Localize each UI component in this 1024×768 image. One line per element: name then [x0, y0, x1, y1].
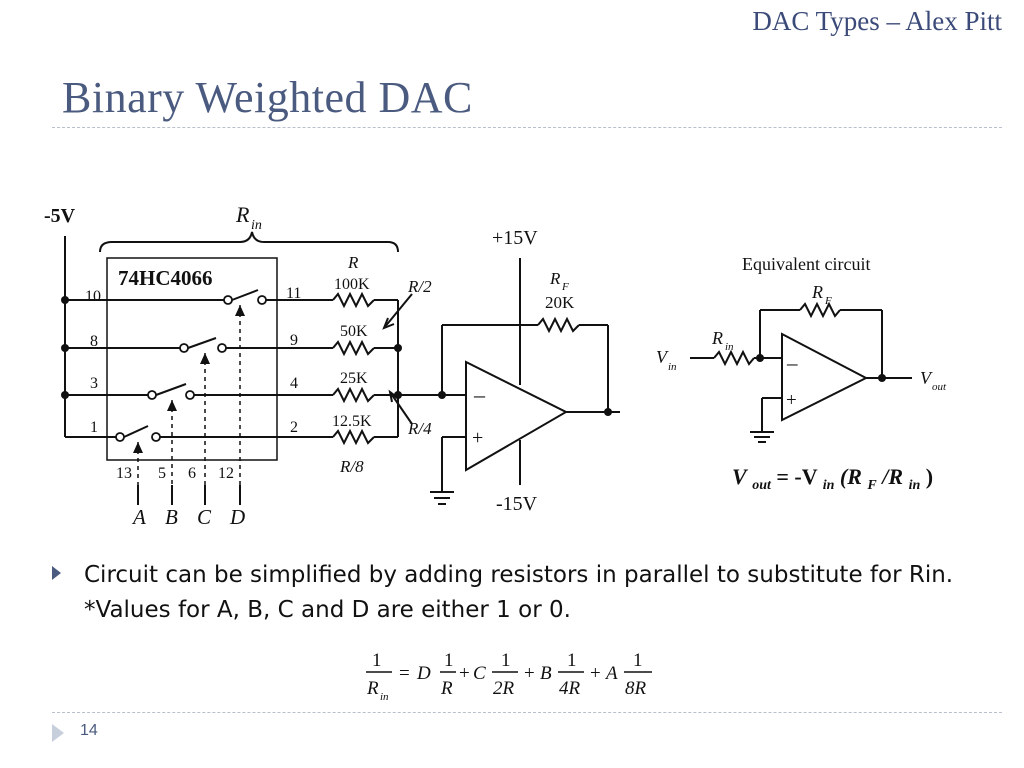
pin-left-2: 8	[90, 333, 98, 350]
input-a-label: A	[131, 505, 146, 529]
input-d-label: D	[229, 505, 245, 529]
formula-slash: /R	[880, 464, 903, 489]
bullet-item: Circuit can be simplified by adding resi…	[52, 558, 982, 628]
footer-divider	[52, 712, 1002, 713]
eq-num-1: 1	[372, 650, 382, 671]
eq-plus-2: +	[524, 663, 535, 684]
res-r-label: R	[347, 253, 359, 272]
pin-bottom-3: 6	[188, 465, 196, 482]
eq-b: B	[540, 663, 552, 684]
pin-bottom-4: 12	[218, 465, 234, 482]
eq-num-3: 1	[501, 650, 511, 671]
eq-num-2: 1	[444, 650, 454, 671]
formula-open: (R	[840, 464, 862, 489]
equivalent-title: Equivalent circuit	[742, 254, 870, 274]
res-25k-label: 25K	[340, 370, 368, 387]
eq-den-4: 8R	[625, 678, 647, 699]
vin-label: V	[656, 347, 669, 367]
presentation-header: DAC Types – Alex Pitt	[752, 6, 1002, 36]
chip-label: 74HC4066	[118, 266, 213, 290]
eq-den-3: 4R	[559, 678, 581, 699]
rin-equation: 1 R in = D 1 R + C 1 2R + B 1 4R + A 1 8…	[366, 650, 647, 703]
pin-left-3: 3	[90, 375, 98, 392]
pin-left-4: 1	[90, 419, 98, 436]
eq-den-in: in	[380, 691, 389, 703]
eq-equals: =	[399, 663, 410, 684]
res-100k-label: 100K	[334, 276, 370, 293]
eq-rf-label: R	[811, 282, 823, 302]
eq-c: C	[473, 663, 486, 684]
input-b-label: B	[165, 505, 178, 529]
formula-in: in	[823, 478, 835, 493]
supply-neg5-label: -5V	[44, 205, 76, 227]
res-r2-label: R/2	[407, 277, 432, 296]
pin-right-3: 4	[290, 375, 298, 392]
opamp-plus: +	[472, 427, 483, 449]
pin-left-1: 10	[85, 288, 101, 305]
formula-out: out	[752, 478, 772, 493]
eq-rin-label: R	[711, 328, 723, 348]
slide-number: 14	[80, 722, 98, 739]
supply-neg15-label: -15V	[496, 493, 538, 515]
eq-den-r: R	[366, 678, 379, 699]
formula-f: F	[866, 478, 877, 493]
bullet-text: Circuit can be simplified by adding resi…	[84, 562, 954, 623]
vout-sub: out	[932, 381, 947, 393]
res-r4-label: R/4	[407, 419, 432, 438]
eq-den-1: R	[440, 678, 453, 699]
eq-plus-3: +	[590, 663, 601, 684]
vin-sub: in	[668, 361, 677, 373]
formula-eq: = -V	[776, 464, 817, 489]
vout-label: V	[920, 368, 933, 388]
eq-opamp-plus: +	[786, 390, 797, 411]
footer-triangle-icon	[52, 724, 64, 742]
bullet-arrow-icon	[52, 566, 61, 580]
rf-value-label: 20K	[545, 293, 575, 312]
pin-bottom-2: 5	[158, 465, 166, 482]
res-r8-label: R/8	[339, 457, 364, 476]
res-12-5k-label: 12.5K	[332, 413, 372, 430]
rf-label: R	[549, 269, 561, 288]
eq-num-4: 1	[567, 650, 577, 671]
supply-pos15-label: +15V	[492, 227, 538, 249]
vout-formula: V out = -V in (R F /R in )	[732, 464, 933, 494]
rin-label: R	[235, 202, 250, 227]
eq-rin-sub: in	[725, 341, 734, 353]
formula-in2: in	[909, 478, 921, 493]
formula-close: )	[926, 464, 933, 489]
input-c-label: C	[197, 505, 212, 529]
opamp-minus: –	[473, 382, 486, 407]
formula-v: V	[732, 464, 749, 489]
eq-a: A	[604, 663, 618, 684]
eq-plus-1: +	[459, 663, 470, 684]
eq-d: D	[416, 663, 431, 684]
pin-bottom-1: 13	[116, 465, 132, 482]
pin-right-1: 11	[286, 285, 301, 302]
rin-sub: in	[251, 218, 262, 233]
eq-den-2: 2R	[493, 678, 515, 699]
rf-sub: F	[561, 281, 569, 293]
eq-rf-sub: F	[824, 295, 832, 307]
eq-opamp-minus: –	[786, 351, 798, 375]
pin-right-4: 2	[290, 419, 298, 436]
slide-title: Binary Weighted DAC	[62, 73, 473, 122]
pin-right-2: 9	[290, 332, 298, 349]
eq-num-5: 1	[633, 650, 643, 671]
res-50k-label: 50K	[340, 323, 368, 340]
title-divider	[52, 127, 1002, 128]
